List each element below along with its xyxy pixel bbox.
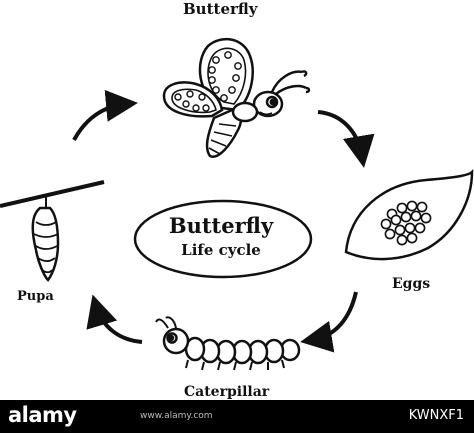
watermark-footer: alamy www.alamy.com KWNXF1 (0, 400, 474, 433)
pupa-illustration (0, 180, 105, 282)
center-subtitle: Life cycle (181, 241, 261, 259)
stage-label-pupa: Pupa (17, 289, 54, 304)
stage-label-eggs: Eggs (392, 276, 431, 292)
life-cycle-diagram: Butterfly Eggs Pupa Caterpillar Butterfl… (0, 0, 474, 400)
image-id: KWNXF1 (408, 408, 464, 423)
center-ellipse (133, 199, 313, 279)
caterpillar-illustration (155, 316, 301, 371)
stage-label-butterfly: Butterfly (183, 0, 258, 18)
diagram-canvas (0, 37, 474, 371)
arrow-butterfly-to-eggs (317, 110, 375, 168)
eggs-on-leaf-illustration (344, 168, 474, 261)
stage-label-caterpillar: Caterpillar (184, 384, 270, 400)
arrow-eggs-to-caterpillar (300, 291, 358, 353)
center-title: Butterfly (168, 213, 274, 238)
watermark-url: www.alamy.com (140, 411, 213, 421)
brand-logo: alamy (8, 403, 77, 427)
butterfly-illustration (162, 37, 311, 158)
arrow-pupa-to-butterfly (72, 89, 138, 141)
arrow-caterpillar-to-pupa (86, 294, 143, 344)
